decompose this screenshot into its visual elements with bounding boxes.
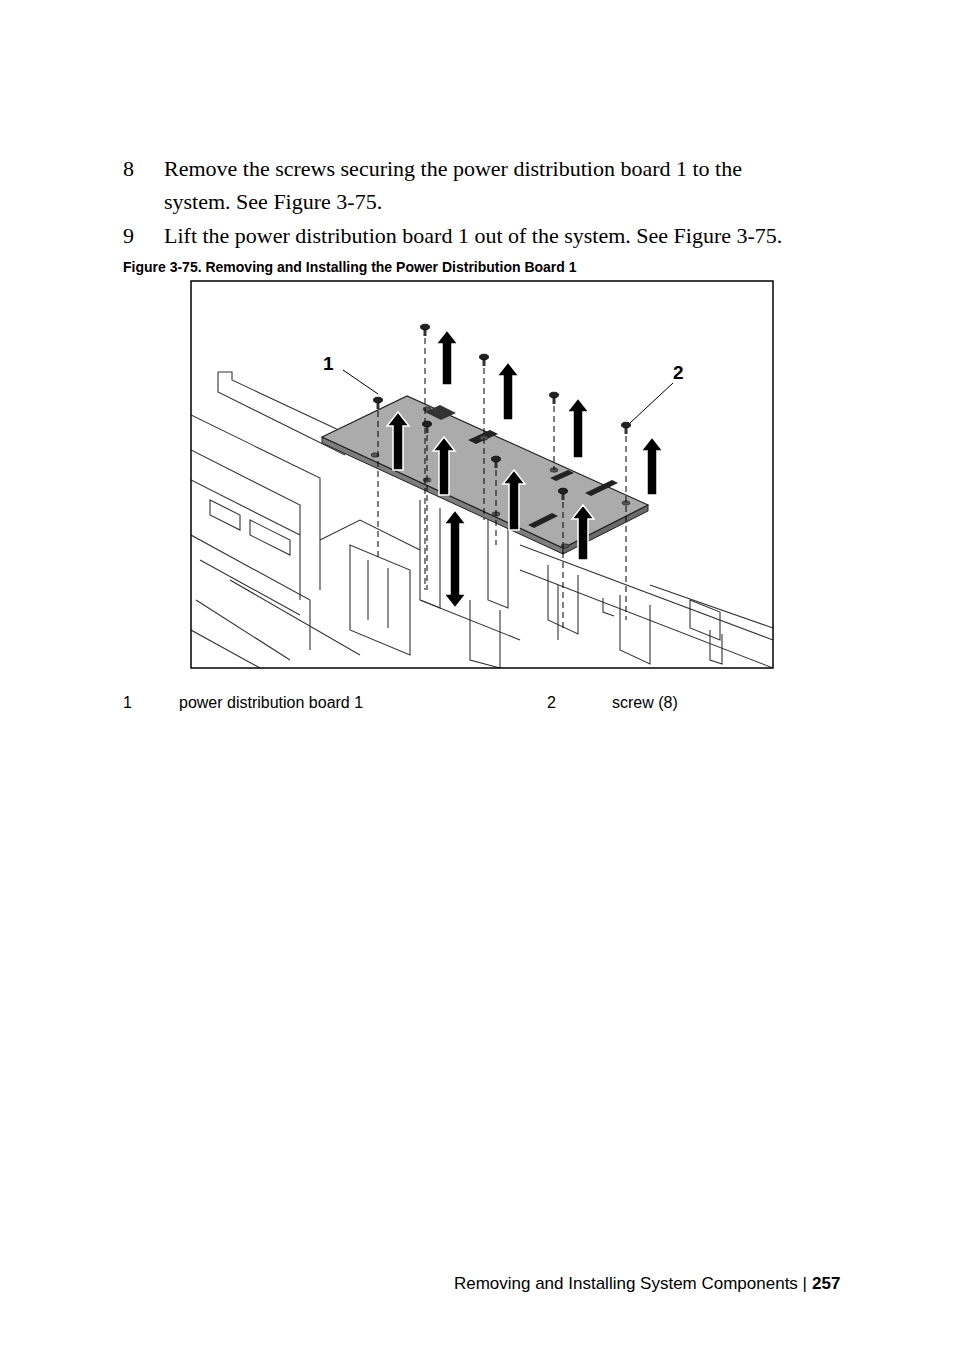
legend-number: 1 — [123, 693, 132, 713]
leader-line — [343, 370, 378, 394]
figure-frame — [191, 281, 773, 668]
page-number: 257 — [812, 1274, 840, 1294]
step-text: Remove the screws securing the power dis… — [164, 152, 804, 218]
step-number: 9 — [123, 219, 134, 252]
footer-text: Removing and Installing System Component… — [454, 1274, 807, 1294]
callout-number: 2 — [673, 362, 684, 384]
step-number: 8 — [123, 152, 134, 185]
legend-number: 2 — [547, 693, 556, 713]
figure-caption: Figure 3-75. Removing and Installing the… — [123, 258, 577, 276]
callout-number: 1 — [323, 353, 334, 375]
step-text: Lift the power distribution board 1 out … — [164, 219, 782, 252]
leader-line — [630, 383, 673, 423]
legend-text: power distribution board 1 — [179, 693, 363, 713]
legend-text: screw (8) — [612, 693, 678, 713]
